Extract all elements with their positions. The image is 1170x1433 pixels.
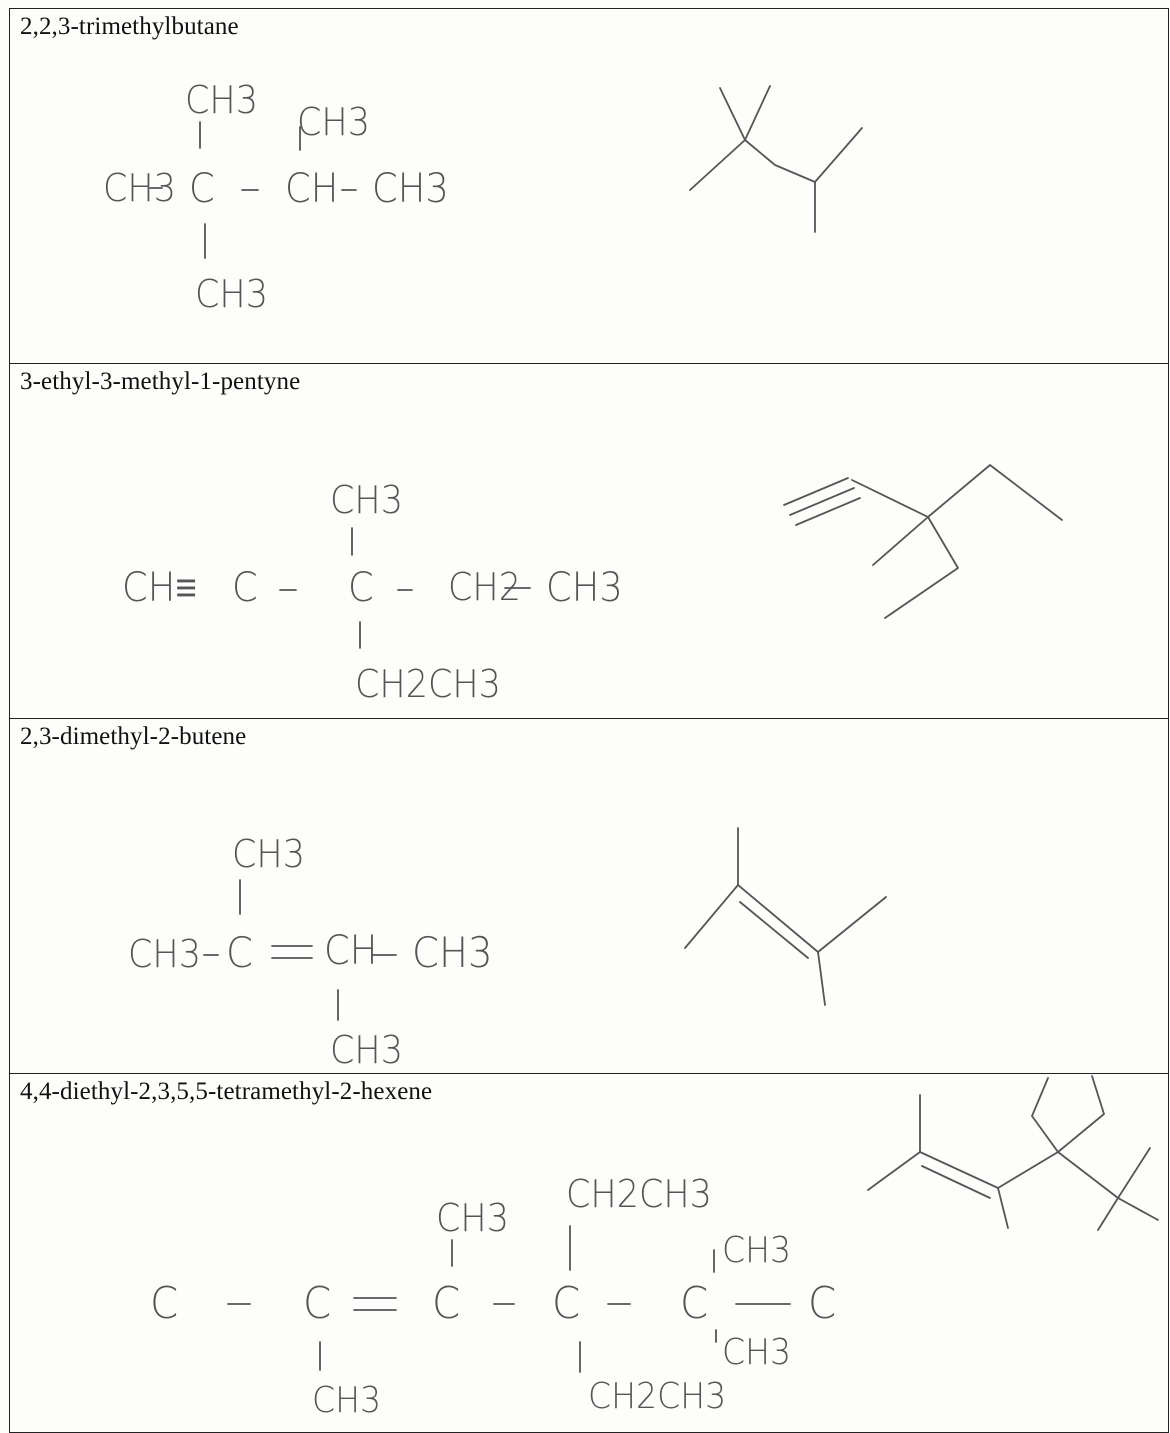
- compound-name: 4,4-diethyl-2,3,5,5-tetramethyl-2-hexene: [20, 1078, 433, 1105]
- condensed-group: CH2CH3: [566, 1172, 712, 1216]
- condensed-group: C: [232, 565, 258, 611]
- condensed-group: CH3: [232, 832, 305, 876]
- compound-name: 3-ethyl-3-methyl-1-pentyne: [20, 368, 301, 395]
- condensed-group: CH2CH3: [588, 1376, 727, 1417]
- condensed-group: C: [150, 1278, 179, 1329]
- condensed-group: CH3: [185, 78, 258, 122]
- condensed-group: C: [189, 166, 215, 212]
- condensed-group: CH3: [330, 478, 403, 522]
- condensed-group: CH3: [722, 1332, 792, 1373]
- condensed-group: C: [808, 1278, 837, 1329]
- compound-name: 2,3-dimethyl-2-butene: [20, 723, 247, 750]
- condensed-group: C: [552, 1278, 581, 1329]
- condensed-group: C: [680, 1278, 709, 1329]
- condensed-group: CH≡: [122, 565, 197, 611]
- condensed-group: C: [226, 928, 253, 977]
- condensed-group: CH3: [297, 100, 370, 144]
- condensed-group: CH3: [722, 1230, 792, 1271]
- condensed-group: CH3: [128, 932, 201, 976]
- condensed-group: CH3: [436, 1196, 509, 1240]
- condensed-group: C: [348, 565, 374, 611]
- condensed-group: CH: [285, 166, 339, 212]
- condensed-group: CH3: [103, 166, 176, 210]
- condensed-group: C: [432, 1278, 461, 1329]
- condensed-group: CH3: [330, 1028, 403, 1072]
- condensed-group: CH3: [412, 928, 493, 977]
- condensed-group: CH3: [195, 272, 268, 316]
- condensed-group: CH: [324, 928, 378, 974]
- row-2: 3-ethyl-3-methyl-1-pentyne: [9, 363, 1169, 719]
- compound-name: 2,2,3-trimethylbutane: [20, 13, 239, 40]
- condensed-group: CH2: [448, 565, 521, 609]
- condensed-group: CH3: [546, 565, 623, 611]
- condensed-group: CH2CH3: [355, 662, 501, 706]
- condensed-group: C: [303, 1278, 332, 1329]
- condensed-group: CH3: [312, 1380, 382, 1421]
- condensed-group: CH3: [372, 166, 449, 212]
